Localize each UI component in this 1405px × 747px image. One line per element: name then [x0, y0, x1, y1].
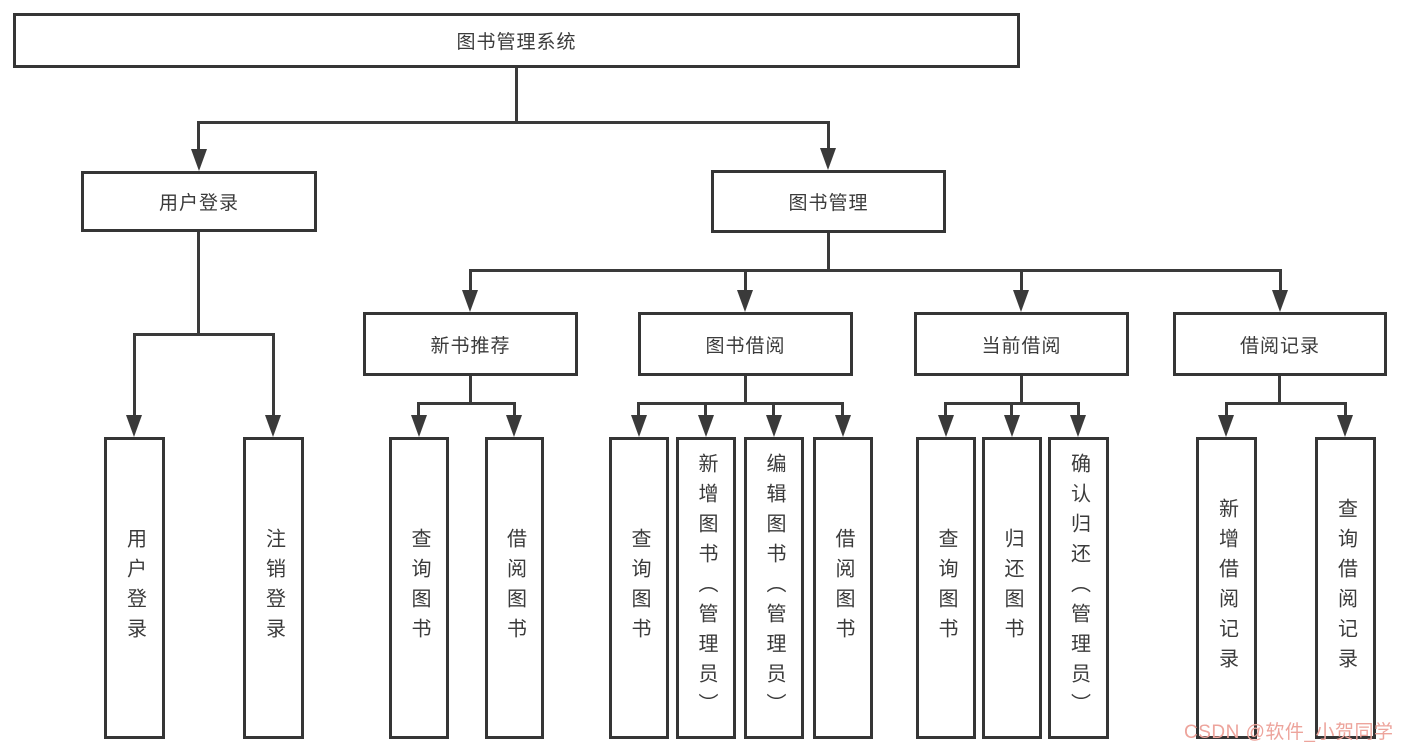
connector-line — [513, 402, 516, 418]
node-book-borrow-label: 图书借阅 — [705, 335, 786, 357]
connector-line — [417, 402, 516, 405]
down-arrowhead-icon — [698, 415, 714, 437]
down-arrowhead-icon — [1013, 290, 1029, 312]
connector-line — [637, 402, 640, 418]
node-book-management: 图书管理 — [711, 170, 946, 233]
down-arrowhead-icon — [462, 290, 478, 312]
down-arrowhead-icon — [1070, 415, 1086, 437]
leaf-query-books-current-label: 查询图书 — [935, 528, 957, 648]
connector-line — [197, 121, 830, 124]
connector-line — [1278, 376, 1281, 405]
down-arrowhead-icon — [126, 415, 142, 437]
node-new-book-recommend-label: 新书推荐 — [430, 335, 511, 357]
leaf-edit-books-admin: 编辑图书（管理员） — [744, 437, 804, 739]
connector-line — [744, 269, 747, 292]
leaf-add-books-admin-label: 新增图书（管理员） — [695, 453, 717, 723]
leaf-query-books-borrow: 查询图书 — [609, 437, 669, 739]
down-arrowhead-icon — [265, 415, 281, 437]
leaf-query-borrow-record: 查询借阅记录 — [1315, 437, 1376, 739]
connector-line — [637, 402, 844, 405]
node-new-book-recommend: 新书推荐 — [363, 312, 578, 376]
down-arrowhead-icon — [1004, 415, 1020, 437]
leaf-user-login: 用户登录 — [104, 437, 165, 739]
node-library-system-label: 图书管理系统 — [456, 32, 577, 53]
connector-line — [515, 68, 518, 123]
connector-line — [469, 269, 1282, 272]
leaf-add-books-admin: 新增图书（管理员） — [676, 437, 736, 739]
leaf-borrow-books-recommend: 借阅图书 — [485, 437, 544, 739]
node-borrow-records-label: 借阅记录 — [1239, 335, 1320, 357]
down-arrowhead-icon — [938, 415, 954, 437]
connector-line — [133, 333, 136, 418]
leaf-add-borrow-record: 新增借阅记录 — [1196, 437, 1257, 739]
connector-line — [197, 232, 200, 336]
connector-line — [827, 233, 830, 272]
down-arrowhead-icon — [411, 415, 427, 437]
down-arrowhead-icon — [506, 415, 522, 437]
node-user-login: 用户登录 — [81, 171, 317, 232]
connector-line — [772, 402, 775, 418]
connector-line — [1225, 402, 1228, 418]
connector-line — [1020, 376, 1023, 405]
node-current-borrow: 当前借阅 — [914, 312, 1129, 376]
node-book-management-label: 图书管理 — [788, 193, 869, 214]
leaf-return-books-label: 归还图书 — [1001, 528, 1023, 648]
leaf-confirm-return-admin-label: 确认归还（管理员） — [1067, 453, 1090, 723]
leaf-confirm-return-admin: 确认归还（管理员） — [1048, 437, 1109, 739]
down-arrowhead-icon — [1272, 290, 1288, 312]
down-arrowhead-icon — [191, 149, 207, 171]
connector-line — [469, 376, 472, 405]
leaf-logout-login: 注销登录 — [243, 437, 304, 739]
down-arrowhead-icon — [835, 415, 851, 437]
leaf-return-books: 归还图书 — [982, 437, 1042, 739]
connector-line — [841, 402, 844, 418]
connector-line — [1225, 402, 1347, 405]
connector-line — [272, 333, 275, 418]
down-arrowhead-icon — [766, 415, 782, 437]
connector-line — [944, 402, 947, 418]
down-arrowhead-icon — [1218, 415, 1234, 437]
connector-line — [1279, 269, 1282, 292]
down-arrowhead-icon — [737, 290, 753, 312]
leaf-borrow-books-label: 借阅图书 — [832, 528, 854, 648]
leaf-query-books-recommend: 查询图书 — [389, 437, 449, 739]
down-arrowhead-icon — [1337, 415, 1353, 437]
connector-line — [133, 333, 275, 336]
leaf-borrow-books: 借阅图书 — [813, 437, 873, 739]
connector-line — [827, 121, 830, 151]
leaf-query-books-borrow-label: 查询图书 — [628, 528, 650, 648]
node-current-borrow-label: 当前借阅 — [981, 335, 1062, 357]
connector-line — [1077, 402, 1080, 418]
connector-line — [704, 402, 707, 418]
csdn-watermark: CSDN @软件_小贺同学 — [1184, 722, 1394, 743]
leaf-query-borrow-record-label: 查询借阅记录 — [1334, 498, 1357, 678]
node-borrow-records: 借阅记录 — [1173, 312, 1387, 376]
connector-line — [469, 269, 472, 292]
node-book-borrow: 图书借阅 — [638, 312, 853, 376]
leaf-edit-books-admin-label: 编辑图书（管理员） — [763, 453, 785, 723]
leaf-add-borrow-record-label: 新增借阅记录 — [1215, 498, 1238, 678]
leaf-query-books-current: 查询图书 — [916, 437, 976, 739]
down-arrowhead-icon — [820, 148, 836, 170]
connector-line — [1020, 269, 1023, 292]
connector-line — [744, 376, 747, 405]
leaf-user-login-label: 用户登录 — [123, 528, 146, 648]
connector-line — [197, 121, 200, 151]
down-arrowhead-icon — [631, 415, 647, 437]
leaf-borrow-books-recommend-label: 借阅图书 — [503, 528, 526, 648]
leaf-logout-login-label: 注销登录 — [262, 528, 285, 648]
connector-line — [417, 402, 420, 418]
connector-line — [1344, 402, 1347, 418]
node-user-login-label: 用户登录 — [158, 193, 239, 214]
node-library-system: 图书管理系统 — [13, 13, 1020, 68]
leaf-query-books-recommend-label: 查询图书 — [408, 528, 430, 648]
connector-line — [1010, 402, 1013, 418]
